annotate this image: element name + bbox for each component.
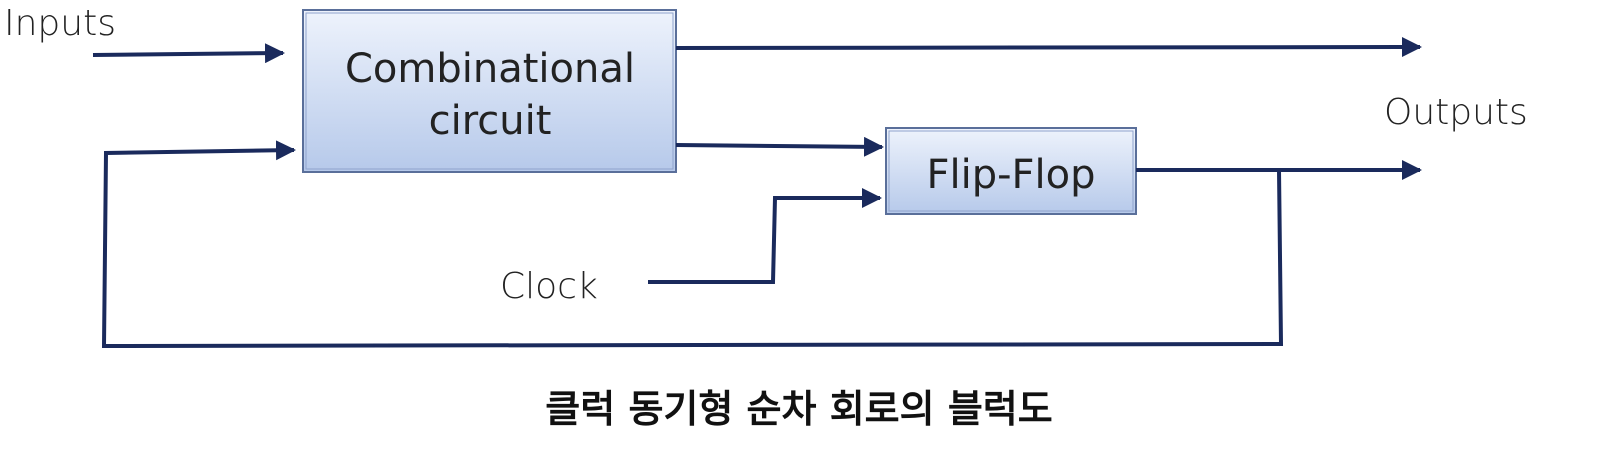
combinational-to-flipflop-arrow — [675, 136, 884, 157]
outputs-label: Outputs — [1384, 92, 1528, 133]
flip-flop-block: Flip-Flop — [885, 127, 1137, 215]
clock-label: Clock — [500, 266, 598, 307]
inputs-arrow — [92, 43, 285, 64]
combinational-to-output-arrow — [675, 37, 1422, 58]
flip-flop-label: Flip-Flop — [926, 152, 1095, 198]
combinational-label-line2: circuit — [429, 98, 552, 144]
clock-signal-line — [648, 188, 882, 284]
combinational-label-line1: Combinational — [345, 46, 635, 92]
inputs-label: Inputs — [4, 3, 116, 44]
combinational-circuit-block: Combinational circuit — [302, 9, 677, 173]
diagram-caption: 클럭 동기형 순차 회로의 블럭도 — [545, 387, 1053, 431]
feedback-line — [101, 140, 1284, 349]
